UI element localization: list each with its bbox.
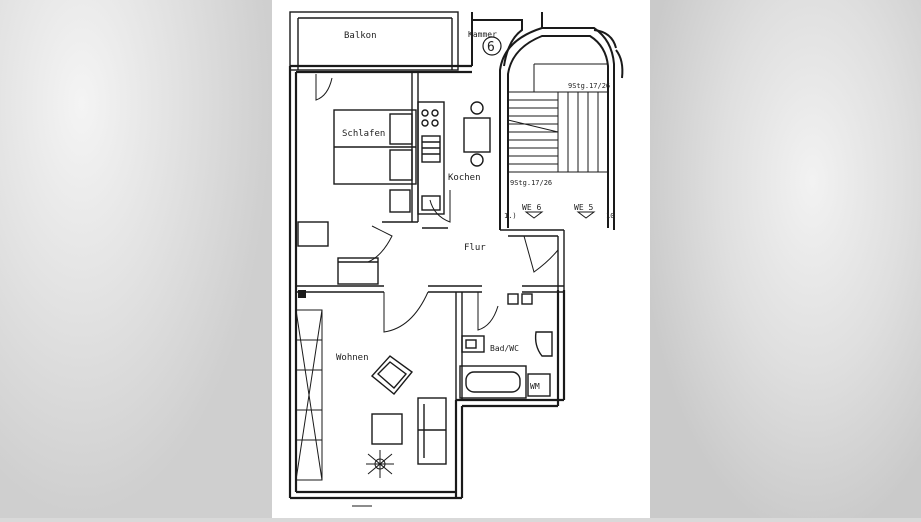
label-kammer: Kammer	[468, 30, 497, 39]
floor-plan-sheet: Balkon Kammer 6 Schlafen Kochen Flur Woh…	[272, 0, 650, 518]
label-unit-left: WE 6	[522, 203, 541, 212]
window-shelf	[295, 309, 323, 481]
label-stair-lower: 9Stg.17/26	[510, 179, 552, 187]
outer-walls	[288, 64, 566, 500]
label-bad: Bad/WC	[490, 344, 519, 353]
label-stair-upper: 9Stg.17/26	[568, 82, 610, 90]
blurred-background-left	[0, 0, 272, 518]
apartment-entrance-arrows	[524, 211, 596, 219]
label-kochen: Kochen	[448, 173, 481, 183]
doors	[315, 74, 559, 333]
label-unit-right: WE 5	[574, 203, 593, 212]
label-kammer-number: 6	[487, 40, 495, 55]
blurred-background-right	[649, 0, 921, 518]
kitchen-table	[463, 101, 491, 167]
label-right-number: 10	[606, 212, 614, 220]
label-schlafen: Schlafen	[342, 129, 385, 139]
bed	[333, 109, 417, 185]
chimney-mark	[298, 290, 306, 298]
wardrobe-shadow	[337, 257, 379, 285]
bathroom-fixtures	[459, 293, 553, 399]
kitchen-counter	[417, 101, 445, 215]
label-wohnen: Wohnen	[336, 353, 369, 363]
stairwell-walls	[471, 12, 624, 230]
armchair	[370, 355, 414, 395]
label-flur: Flur	[464, 243, 486, 253]
label-left-number: 1.)	[504, 212, 517, 220]
floor-plan: Balkon Kammer 6 Schlafen Kochen Flur Woh…	[288, 11, 624, 507]
nightstand	[389, 189, 411, 213]
plant	[366, 450, 394, 478]
stair-flights	[507, 63, 609, 173]
kammer-number-circle	[482, 36, 502, 56]
bedroom-cabinet	[297, 221, 329, 247]
balcony	[289, 11, 459, 71]
coffee-table	[371, 413, 403, 445]
label-balkon: Balkon	[344, 31, 377, 41]
label-wm: WM	[530, 382, 540, 391]
sofa	[417, 397, 447, 465]
